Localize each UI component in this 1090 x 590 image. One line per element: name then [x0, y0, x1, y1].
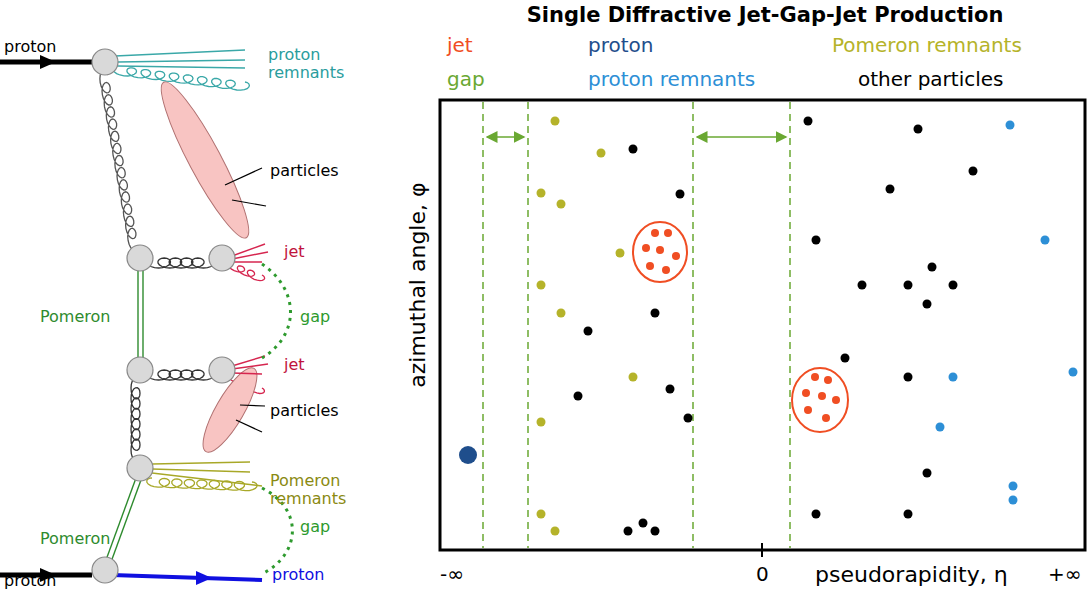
diagram-label: Pomeron remnants [270, 472, 365, 507]
diagram-label: particles [270, 402, 339, 420]
diagram-label: 0 [756, 563, 769, 585]
gluon-line [100, 70, 138, 250]
diagram-label: proton [4, 572, 56, 590]
legend-entry: other particles [858, 68, 1004, 90]
chart-title: Single Diffractive Jet-Gap-Jet Productio… [527, 4, 1004, 27]
gluon-line [147, 258, 215, 268]
legend-entry: proton [588, 34, 653, 56]
diagram-label: gap [300, 308, 330, 326]
diagram-label: -∞ [440, 563, 464, 585]
gluon-line [147, 478, 257, 491]
diagram-label: pseudorapidity, η [815, 563, 1008, 587]
legend-entry: proton remnants [588, 68, 755, 90]
diagram-label: particles [270, 162, 339, 180]
diagram-label: Pomeron [40, 530, 110, 548]
diagram-label: proton [272, 566, 324, 584]
diagram-label: jet [284, 243, 305, 261]
gluon-line [131, 377, 140, 460]
gluon-line [147, 370, 215, 380]
gluon-line [113, 66, 250, 90]
legend-entry: gap [447, 68, 485, 90]
diagram-label: proton remnants [268, 46, 348, 81]
diagram-label: +∞ [1048, 563, 1081, 585]
diagram-label: Pomeron [40, 308, 110, 326]
diagram-label: proton [4, 38, 56, 56]
legend-entry: Pomeron remnants [832, 34, 1022, 56]
diagram-label: gap [300, 518, 330, 536]
legend-entry: jet [447, 34, 473, 56]
axis-title: azimuthal angle, φ [406, 182, 430, 387]
diagram-label: jet [284, 356, 305, 374]
